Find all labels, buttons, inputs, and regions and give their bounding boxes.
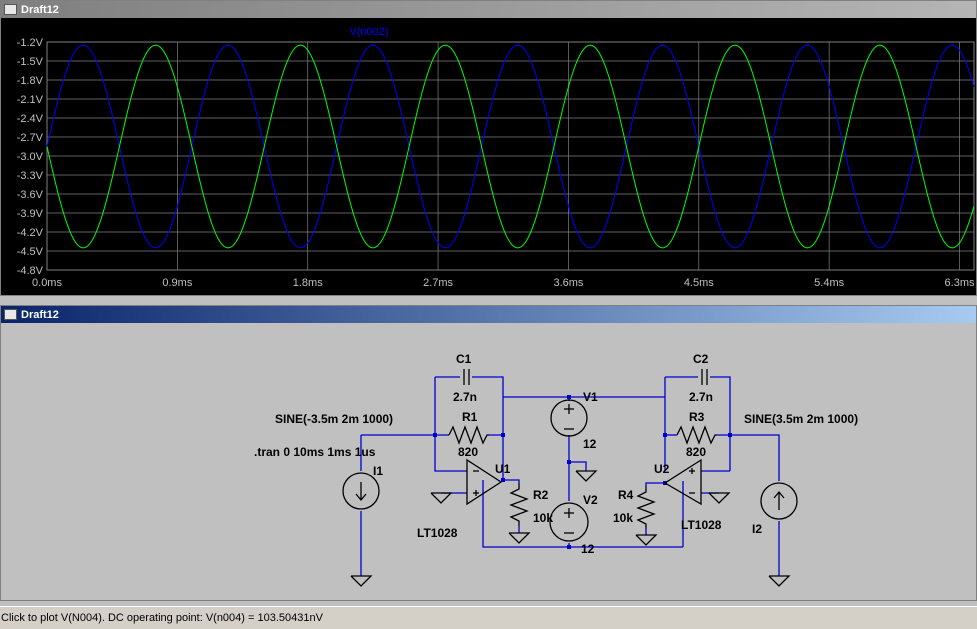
wire-r3-right — [717, 434, 780, 481]
wire-v1-gnd — [568, 435, 587, 471]
schematic-window-icon — [4, 309, 17, 320]
plot-grid — [46, 41, 975, 271]
label-i1-name[interactable]: I1 — [373, 464, 383, 478]
x-tick-label: 1.8ms — [293, 277, 323, 289]
capacitor-c2[interactable] — [701, 369, 708, 385]
trace-label-vn002[interactable]: V(n002) — [349, 26, 388, 38]
y-tick-label: -2.1V — [17, 94, 44, 106]
y-tick-labels: -1.2V -1.5V -1.8V -2.1V -2.4V -2.7V -3.0V -3.3V… — [17, 37, 44, 277]
label-r4-value[interactable]: 10k — [613, 511, 633, 525]
wire-u2-out — [645, 482, 665, 486]
y-tick-label: -2.7V — [17, 132, 44, 144]
resistor-r2[interactable] — [509, 483, 529, 526]
waveform-titlebar[interactable]: Draft12 — [1, 1, 976, 18]
y-tick-label: -4.8V — [17, 265, 44, 277]
waveform-window-icon — [4, 4, 17, 15]
label-u1-model[interactable]: LT1028 — [417, 526, 458, 540]
current-source-i2[interactable] — [760, 482, 798, 520]
opamp-u1[interactable] — [466, 458, 503, 506]
y-tick-label: -3.3V — [17, 170, 44, 182]
label-v1-name[interactable]: V1 — [583, 390, 598, 404]
y-tick-label: -4.5V — [17, 246, 44, 258]
schematic-labels: C1 2.7n C2 2.7n R1 820 R3 820 R2 10k R4 … — [254, 352, 858, 556]
label-c1-value[interactable]: 2.7n — [453, 390, 477, 404]
y-tick-label: -3.9V — [17, 208, 44, 220]
voltage-source-v1[interactable] — [550, 399, 588, 437]
label-r2-name[interactable]: R2 — [533, 488, 549, 502]
y-tick-label: -3.0V — [17, 151, 44, 163]
x-tick-label: 4.5ms — [684, 277, 714, 289]
label-source-left[interactable]: SINE(-3.5m 2m 1000) — [275, 412, 393, 426]
label-c2-name[interactable]: C2 — [693, 352, 709, 366]
label-r4-name[interactable]: R4 — [618, 488, 634, 502]
resistor-r3[interactable] — [676, 425, 717, 445]
label-i2-name[interactable]: I2 — [752, 522, 762, 536]
label-r1-name[interactable]: R1 — [462, 410, 478, 424]
label-r2-value[interactable]: 10k — [533, 511, 553, 525]
x-tick-label: 2.7ms — [423, 277, 453, 289]
y-tick-label: -2.4V — [17, 113, 44, 125]
wire-c2-right — [710, 376, 731, 471]
label-v2-name[interactable]: V2 — [583, 493, 598, 507]
label-c1-name[interactable]: C1 — [456, 352, 472, 366]
status-bar: Click to plot V(N004). DC operating poin… — [0, 606, 977, 629]
label-source-right[interactable]: SINE(3.5m 2m 1000) — [744, 412, 858, 426]
voltage-source-v2[interactable] — [549, 502, 589, 542]
schematic-titlebar[interactable]: Draft12 — [1, 306, 976, 323]
schematic-window-title: Draft12 — [21, 308, 59, 321]
series-line-0 — [46, 44, 975, 249]
label-v1-value[interactable]: 12 — [583, 437, 597, 451]
x-tick-label: 3.6ms — [553, 277, 583, 289]
opamp-u2[interactable] — [663, 458, 702, 506]
x-tick-label: 6.3ms — [945, 277, 975, 289]
resistor-r1[interactable] — [448, 425, 489, 445]
label-u1-name[interactable]: U1 — [495, 462, 511, 476]
status-text: Click to plot V(N004). DC operating poin… — [1, 612, 323, 624]
wire-u1-out — [501, 479, 520, 483]
x-tick-labels: 0.0ms 0.9ms 1.8ms 2.7ms 3.6ms 4.5ms 5.4ms 6.3ms — [32, 277, 975, 289]
label-u2-name[interactable]: U2 — [654, 462, 670, 476]
wire-c1-right — [472, 376, 504, 435]
waveform-plot[interactable]: -1.2V -1.5V -1.8V -2.1V -2.4V -2.7V -3.0V -3.3V… — [1, 18, 976, 295]
y-tick-label: -1.8V — [17, 75, 44, 87]
label-v2-value[interactable]: 12 — [581, 542, 595, 556]
label-r1-value[interactable]: 820 — [458, 445, 478, 459]
x-tick-label: 0.0ms — [32, 277, 62, 289]
y-tick-label: -1.5V — [17, 56, 44, 68]
label-u2-model[interactable]: LT1028 — [681, 518, 722, 532]
label-r3-value[interactable]: 820 — [686, 445, 706, 459]
y-tick-label: -3.6V — [17, 189, 44, 201]
wire-c1-left — [434, 377, 467, 472]
y-tick-label: -1.2V — [17, 37, 44, 49]
resistor-r4[interactable] — [636, 486, 656, 529]
waveform-window[interactable]: Draft12 -1.2V -1.5V -1.8V -2.1V -2.4V -2.7V -3… — [0, 0, 977, 296]
waveform-window-title: Draft12 — [21, 3, 59, 16]
current-source-i1[interactable] — [342, 472, 380, 510]
plot-series — [46, 44, 975, 249]
wire-u1-vneg — [482, 480, 569, 548]
capacitor-c1[interactable] — [463, 369, 470, 385]
schematic-window[interactable]: Draft12 — [0, 305, 977, 601]
x-tick-label: 5.4ms — [814, 277, 844, 289]
schematic-canvas[interactable]: C1 2.7n C2 2.7n R1 820 R3 820 R2 10k R4 … — [1, 323, 976, 601]
label-r3-name[interactable]: R3 — [689, 410, 705, 424]
x-tick-label: 0.9ms — [162, 277, 192, 289]
label-c2-value[interactable]: 2.7n — [689, 390, 713, 404]
y-tick-label: -4.2V — [17, 227, 44, 239]
spice-directive[interactable]: .tran 0 10ms 1ms 1us — [254, 445, 376, 459]
series-line-1 — [46, 44, 975, 249]
ground-symbols — [350, 470, 791, 587]
